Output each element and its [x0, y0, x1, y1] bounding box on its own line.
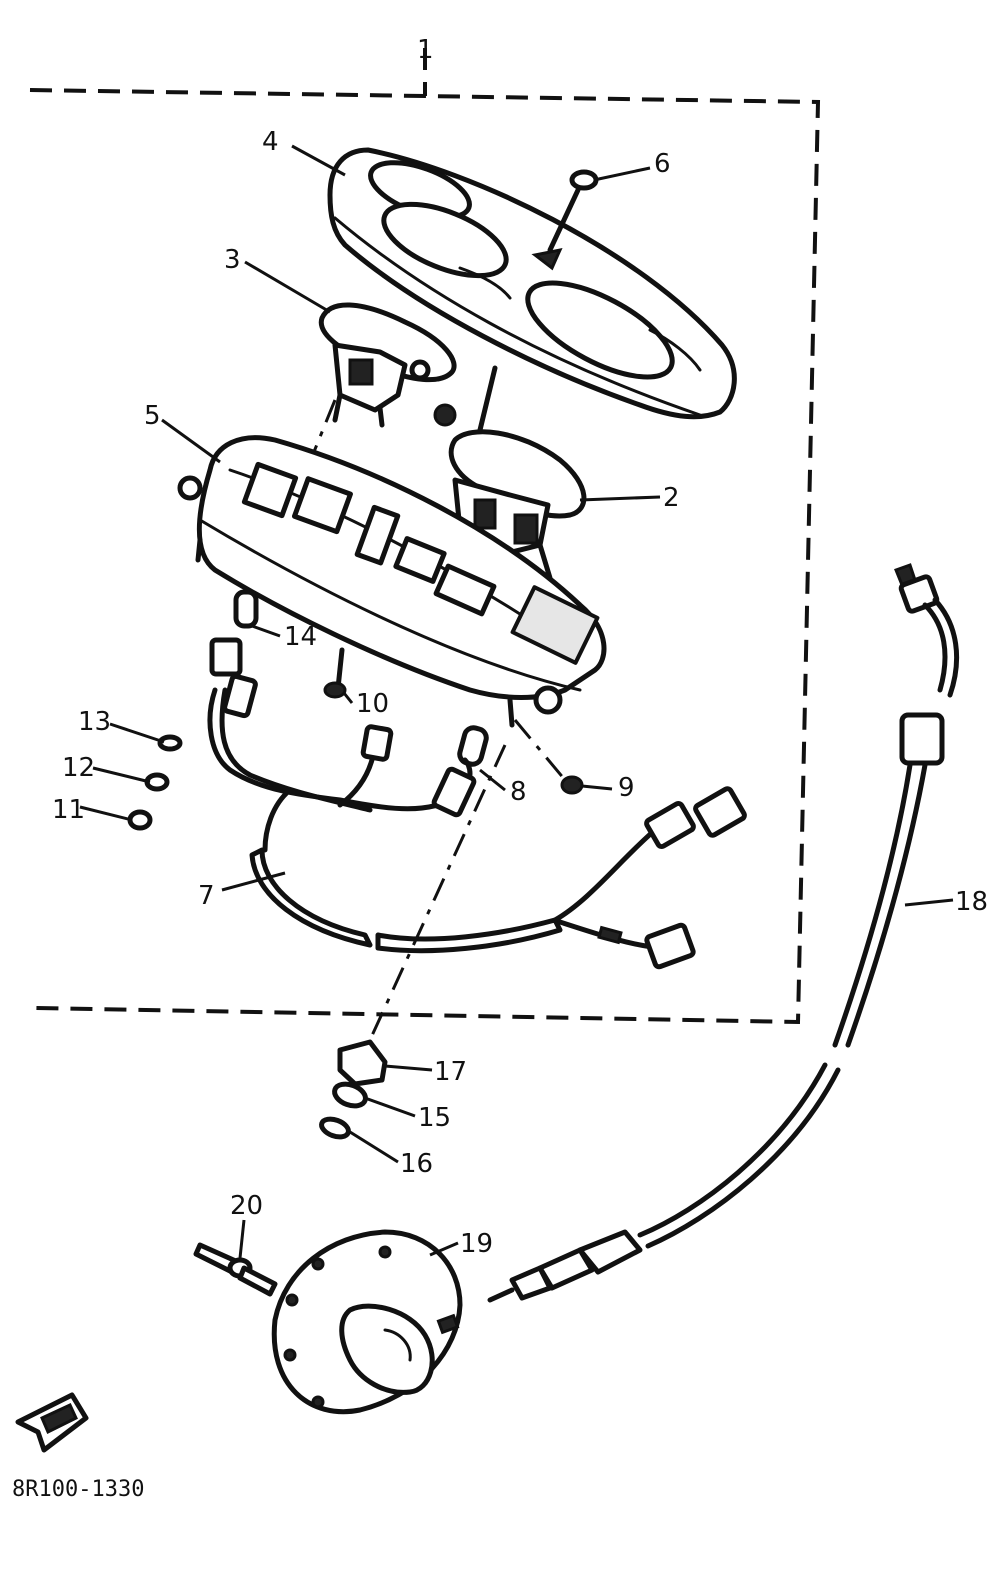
callout-2: 2 — [663, 483, 680, 513]
callout-14: 14 — [284, 622, 317, 652]
assembly-boundary — [29, 48, 821, 1025]
callout-15: 15 — [418, 1103, 451, 1133]
front-direction-arrow-icon — [15, 1392, 89, 1453]
dowel-pin-20 — [193, 1219, 278, 1297]
callout-8: 8 — [510, 777, 527, 807]
tachometer-unit — [318, 302, 457, 428]
speedometer-gear-unit — [271, 1229, 463, 1415]
bolt-9 — [513, 719, 584, 795]
callout-19: 19 — [460, 1229, 493, 1259]
callout-7: 7 — [198, 881, 215, 911]
meter-case — [177, 435, 607, 728]
callout-4: 4 — [262, 127, 279, 157]
bulb-socket-14 — [209, 589, 259, 719]
callout-10: 10 — [356, 689, 389, 719]
callout-17: 17 — [434, 1057, 467, 1087]
bulb-8 — [457, 725, 489, 767]
callout-18: 18 — [955, 887, 988, 917]
bulb-11 — [127, 809, 153, 831]
meter-cover — [327, 147, 737, 420]
callout-6: 6 — [654, 149, 671, 179]
speedometer-cable — [487, 563, 960, 1303]
washer-16 — [319, 1116, 351, 1140]
callout-16: 16 — [400, 1149, 433, 1179]
callout-5: 5 — [144, 401, 161, 431]
washer-13 — [157, 734, 183, 752]
collar-15 — [332, 1081, 368, 1109]
leader-lines — [79, 144, 954, 1257]
diagram-code: 8R100-1330 — [12, 1477, 144, 1502]
screw-10 — [323, 647, 347, 699]
callout-9: 9 — [618, 773, 635, 803]
wire-harness — [207, 687, 747, 970]
callout-labels: 1 2 3 4 5 6 7 8 9 10 11 12 13 14 15 16 1… — [52, 35, 988, 1259]
callout-13: 13 — [78, 707, 111, 737]
callout-3: 3 — [224, 245, 241, 275]
callout-1: 1 — [417, 35, 434, 65]
callout-20: 20 — [230, 1191, 263, 1221]
grommet-17 — [337, 1039, 388, 1087]
callout-12: 12 — [62, 753, 95, 783]
callout-11: 11 — [52, 795, 85, 825]
